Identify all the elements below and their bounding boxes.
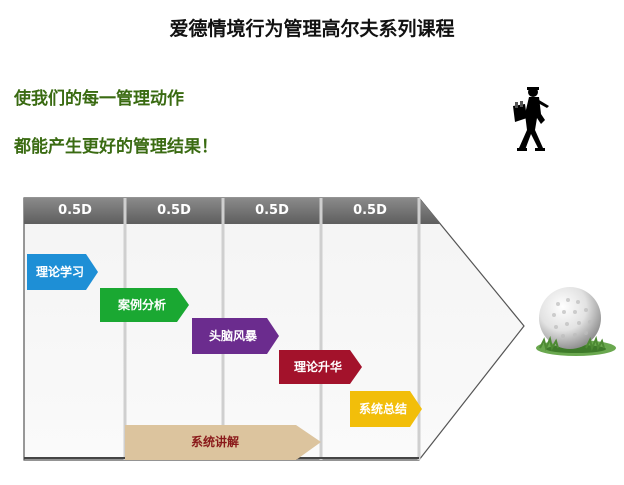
step-label-4: 理论升华	[293, 360, 342, 374]
stage-label-3: 0.5D	[255, 203, 289, 218]
step-arrow-3	[192, 318, 279, 354]
step-arrow-4	[279, 350, 362, 384]
step-arrow-2	[100, 288, 189, 322]
golfer-icon	[513, 87, 549, 151]
slogan-line-1: 使我们的每一管理动作	[14, 89, 184, 109]
stage-label-4: 0.5D	[353, 203, 387, 218]
step-label-2: 案例分析	[117, 298, 166, 312]
step-label-3: 头脑风暴	[208, 329, 257, 343]
step-label-1: 理论学习	[35, 265, 84, 279]
bottom-bar-arrow	[125, 425, 321, 460]
golf-ball-icon	[536, 287, 616, 356]
stage-label-1: 0.5D	[58, 203, 92, 218]
slogan-line-2: 都能产生更好的管理结果！	[14, 137, 218, 157]
step-label-5: 系统总结	[358, 402, 407, 416]
page-title: 爱德情境行为管理高尔夫系列课程	[169, 18, 455, 40]
bottom-bar-label: 系统讲解	[190, 435, 239, 449]
timeline-header	[24, 198, 441, 224]
step-arrow-1	[27, 254, 98, 290]
stage-label-2: 0.5D	[157, 203, 191, 218]
step-arrow-5	[350, 391, 422, 427]
